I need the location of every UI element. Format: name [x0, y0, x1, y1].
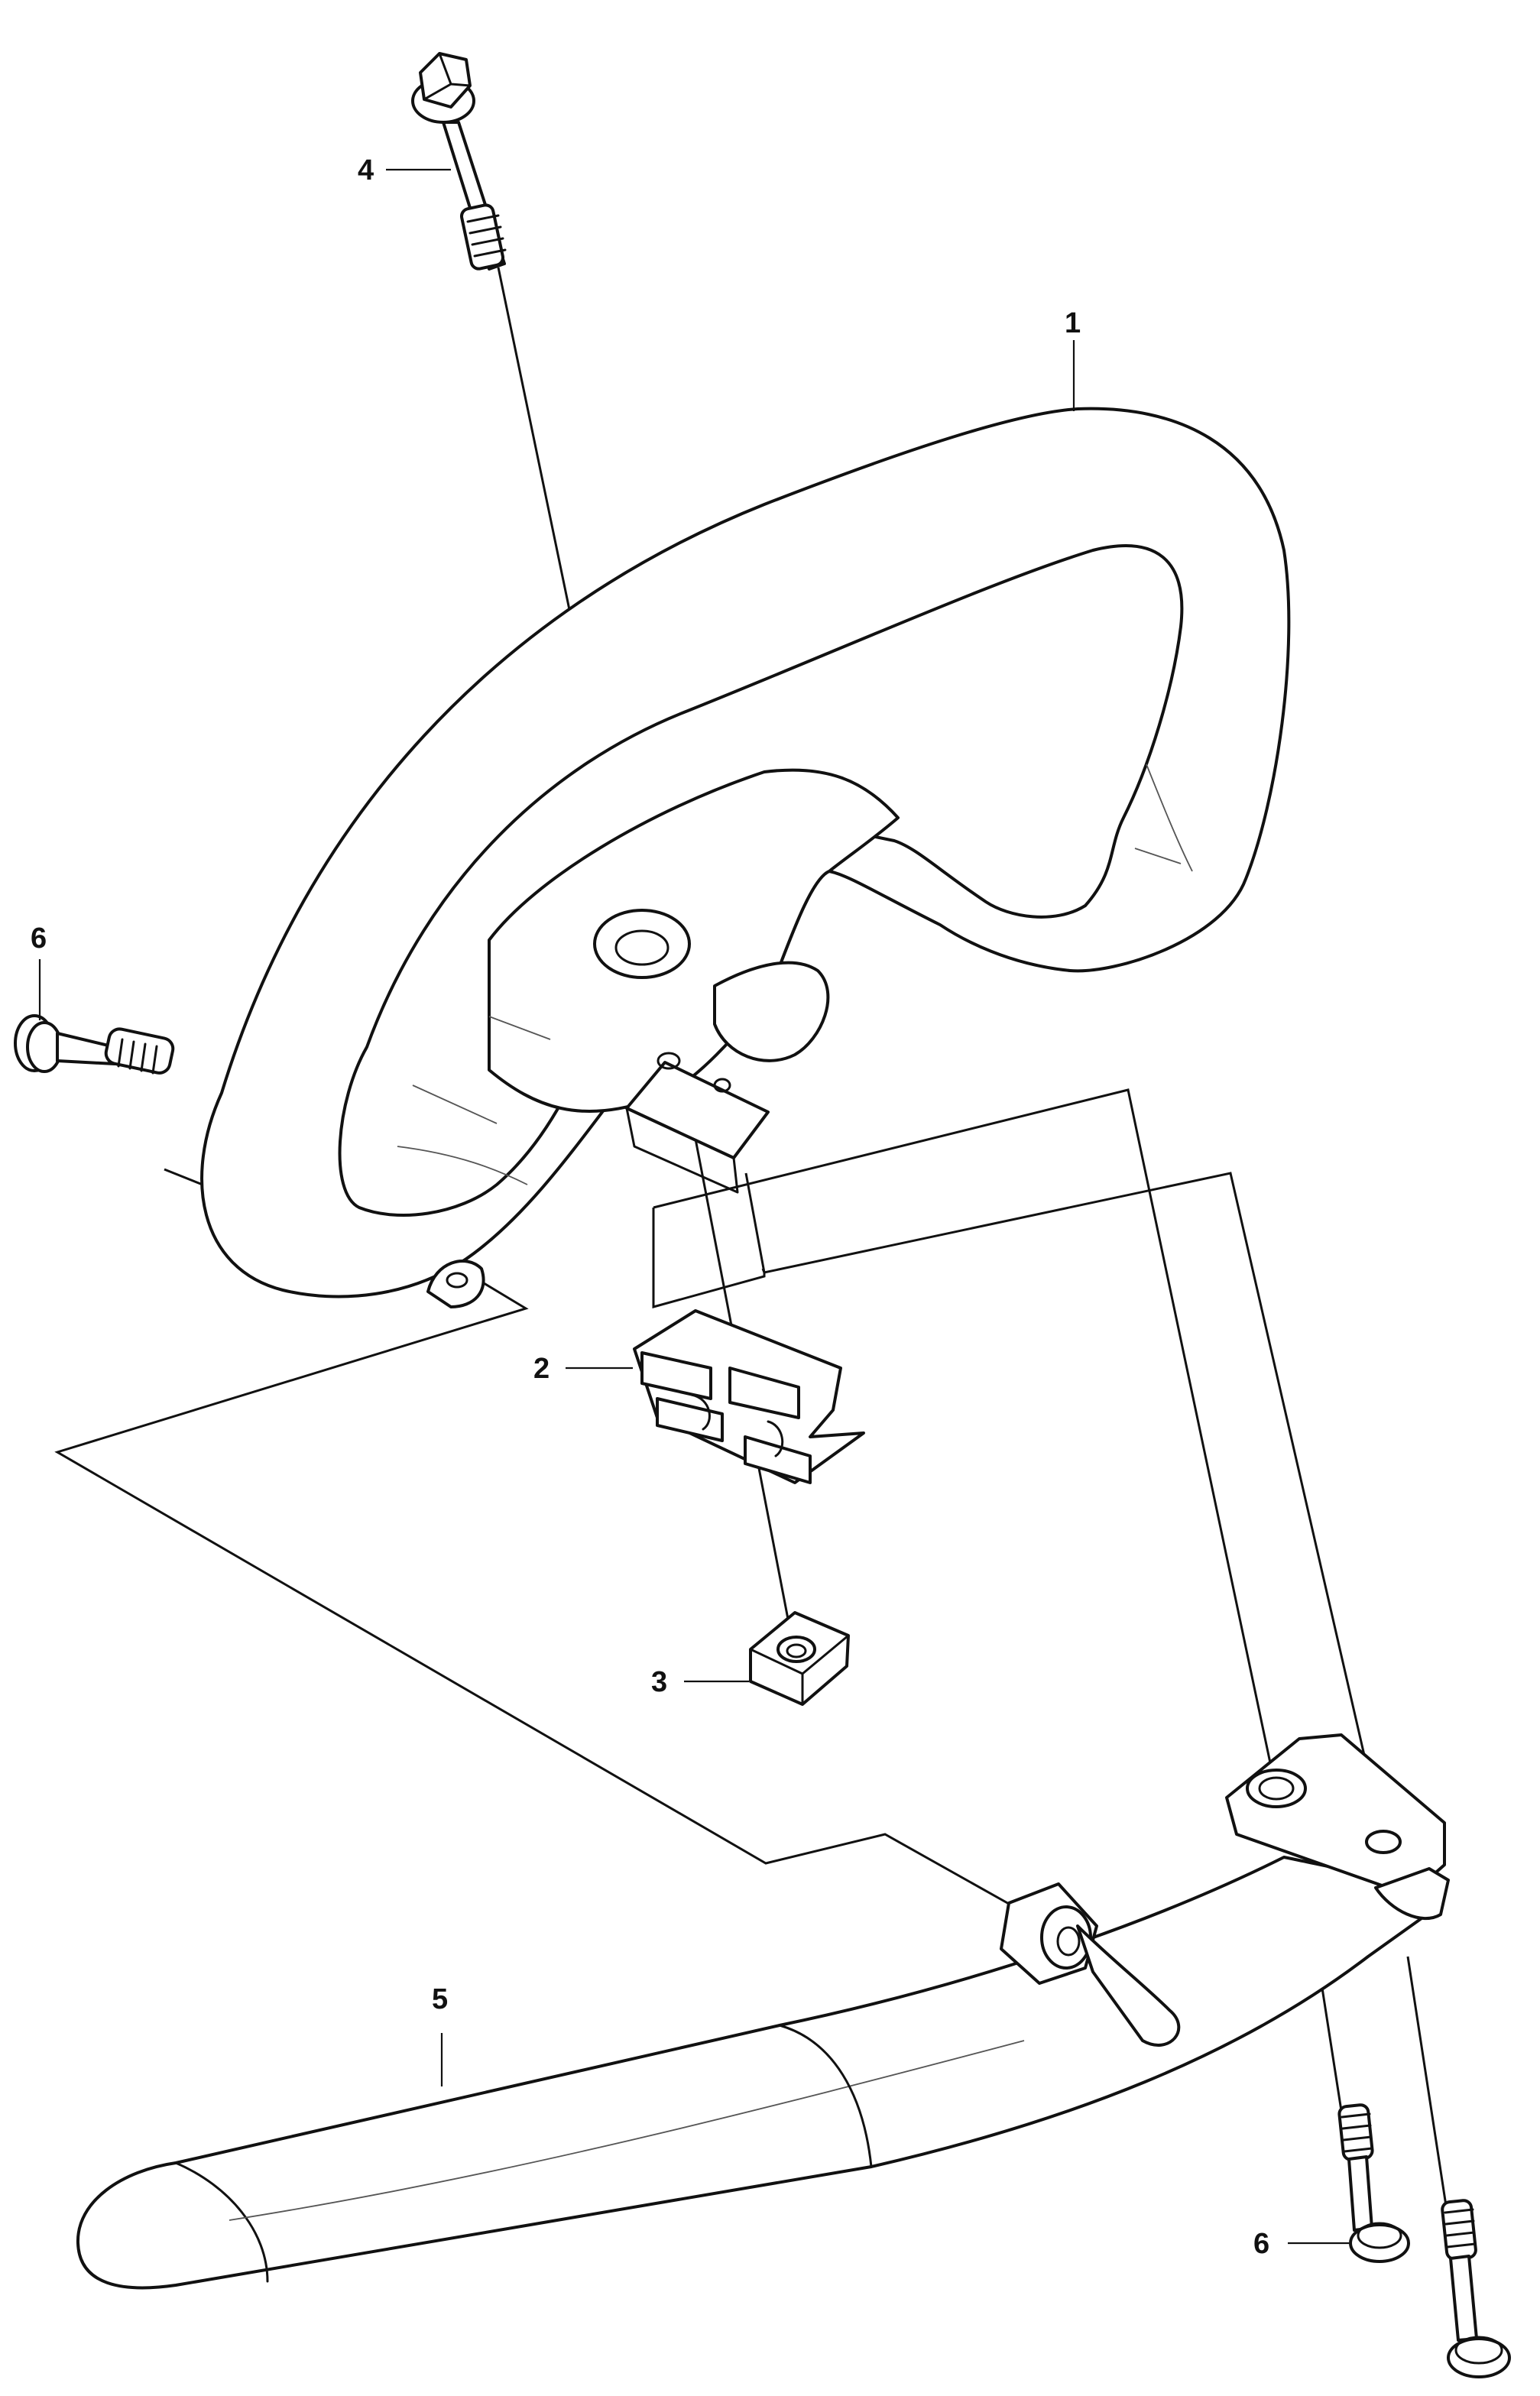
lower-shaft-handle: [76, 1733, 1450, 2290]
bolts-bottom: [1337, 2103, 1511, 2378]
callout-3: 3: [651, 1666, 667, 1698]
callout-1: 1: [1065, 307, 1081, 339]
loop-handle: [200, 407, 1291, 1308]
clamp: [633, 1309, 865, 1484]
bolt-top: [411, 52, 507, 271]
callout-5: 5: [432, 1983, 448, 2015]
callout-4: 4: [358, 154, 374, 186]
square-nut: [749, 1611, 850, 1706]
callout-6-left: 6: [31, 922, 47, 955]
callout-6-bottom: 6: [1253, 2228, 1269, 2260]
callout-labels: 1 2 3 4 5 6 6: [31, 154, 1269, 2260]
callout-2: 2: [533, 1353, 550, 1385]
bolt-left: [14, 1014, 175, 1075]
leader-lines: [38, 168, 1349, 2245]
